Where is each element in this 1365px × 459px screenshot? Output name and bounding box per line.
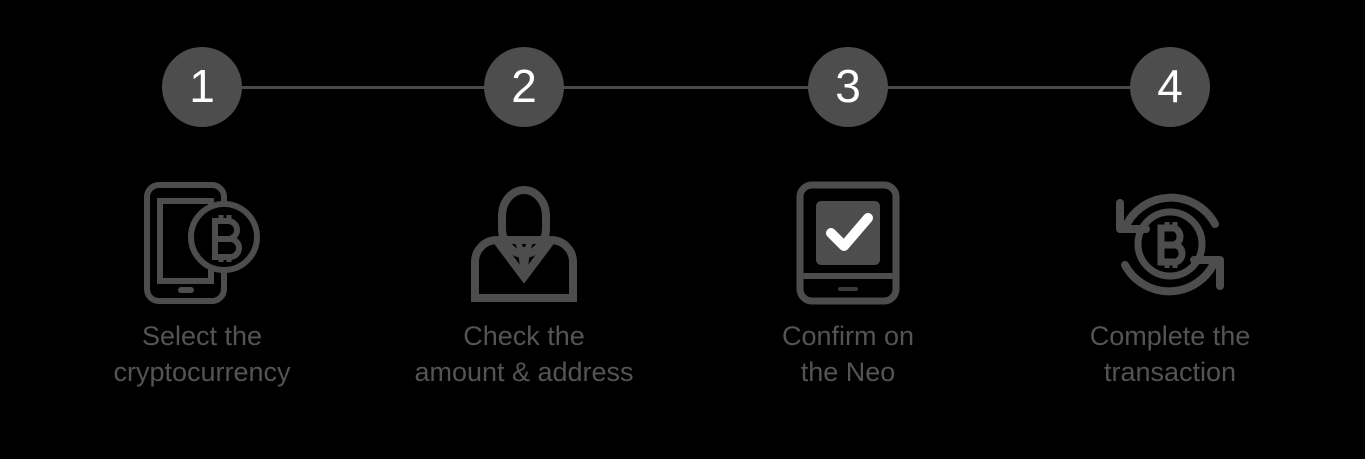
step-item-3: Confirm on the Neo <box>698 175 998 390</box>
step-number-4: 4 <box>1157 60 1183 112</box>
step-circle-2[interactable]: 2 <box>484 47 564 127</box>
step-icon-2 <box>459 175 589 310</box>
person-suit-icon <box>471 185 577 302</box>
step-circle-3[interactable]: 3 <box>808 47 888 127</box>
connector-line-3-4 <box>882 86 1136 89</box>
step-item-4: Complete the transaction <box>1020 175 1320 390</box>
step-caption-3-line2: the Neo <box>800 357 896 387</box>
step-item-2: Check the amount & address <box>374 175 674 390</box>
step-number-3: 3 <box>835 60 861 112</box>
step-caption-1-line1: Select the <box>141 321 263 351</box>
step-caption-4-line1: Complete the <box>1089 321 1251 351</box>
step-caption-2: Check the amount & address <box>414 318 633 390</box>
step-caption-3-line1: Confirm on <box>781 321 915 351</box>
step-icon-3 <box>783 175 913 310</box>
smartphone-bitcoin-icon <box>144 181 260 304</box>
step-circle-1[interactable]: 1 <box>162 47 242 127</box>
connector-line-2-3 <box>558 86 814 89</box>
step-caption-3: Confirm on the Neo <box>782 318 914 390</box>
device-checkmark-icon <box>796 181 900 304</box>
step-number-1: 1 <box>189 60 215 112</box>
step-item-1: Select the cryptocurrency <box>52 175 352 390</box>
step-icon-1 <box>137 175 267 310</box>
step-caption-2-line2: amount & address <box>414 357 634 387</box>
step-caption-4-line2: transaction <box>1103 357 1237 387</box>
step-number-2: 2 <box>511 60 537 112</box>
step-caption-2-line1: Check the <box>463 321 585 351</box>
step-caption-1-line2: cryptocurrency <box>113 357 291 387</box>
step-caption-4: Complete the transaction <box>1090 318 1251 390</box>
bitcoin-exchange-arrows-icon <box>1116 193 1224 295</box>
step-caption-1: Select the cryptocurrency <box>113 318 290 390</box>
step-circle-4[interactable]: 4 <box>1130 47 1210 127</box>
step-icon-4 <box>1105 175 1235 310</box>
connector-line-1-2 <box>236 86 490 89</box>
